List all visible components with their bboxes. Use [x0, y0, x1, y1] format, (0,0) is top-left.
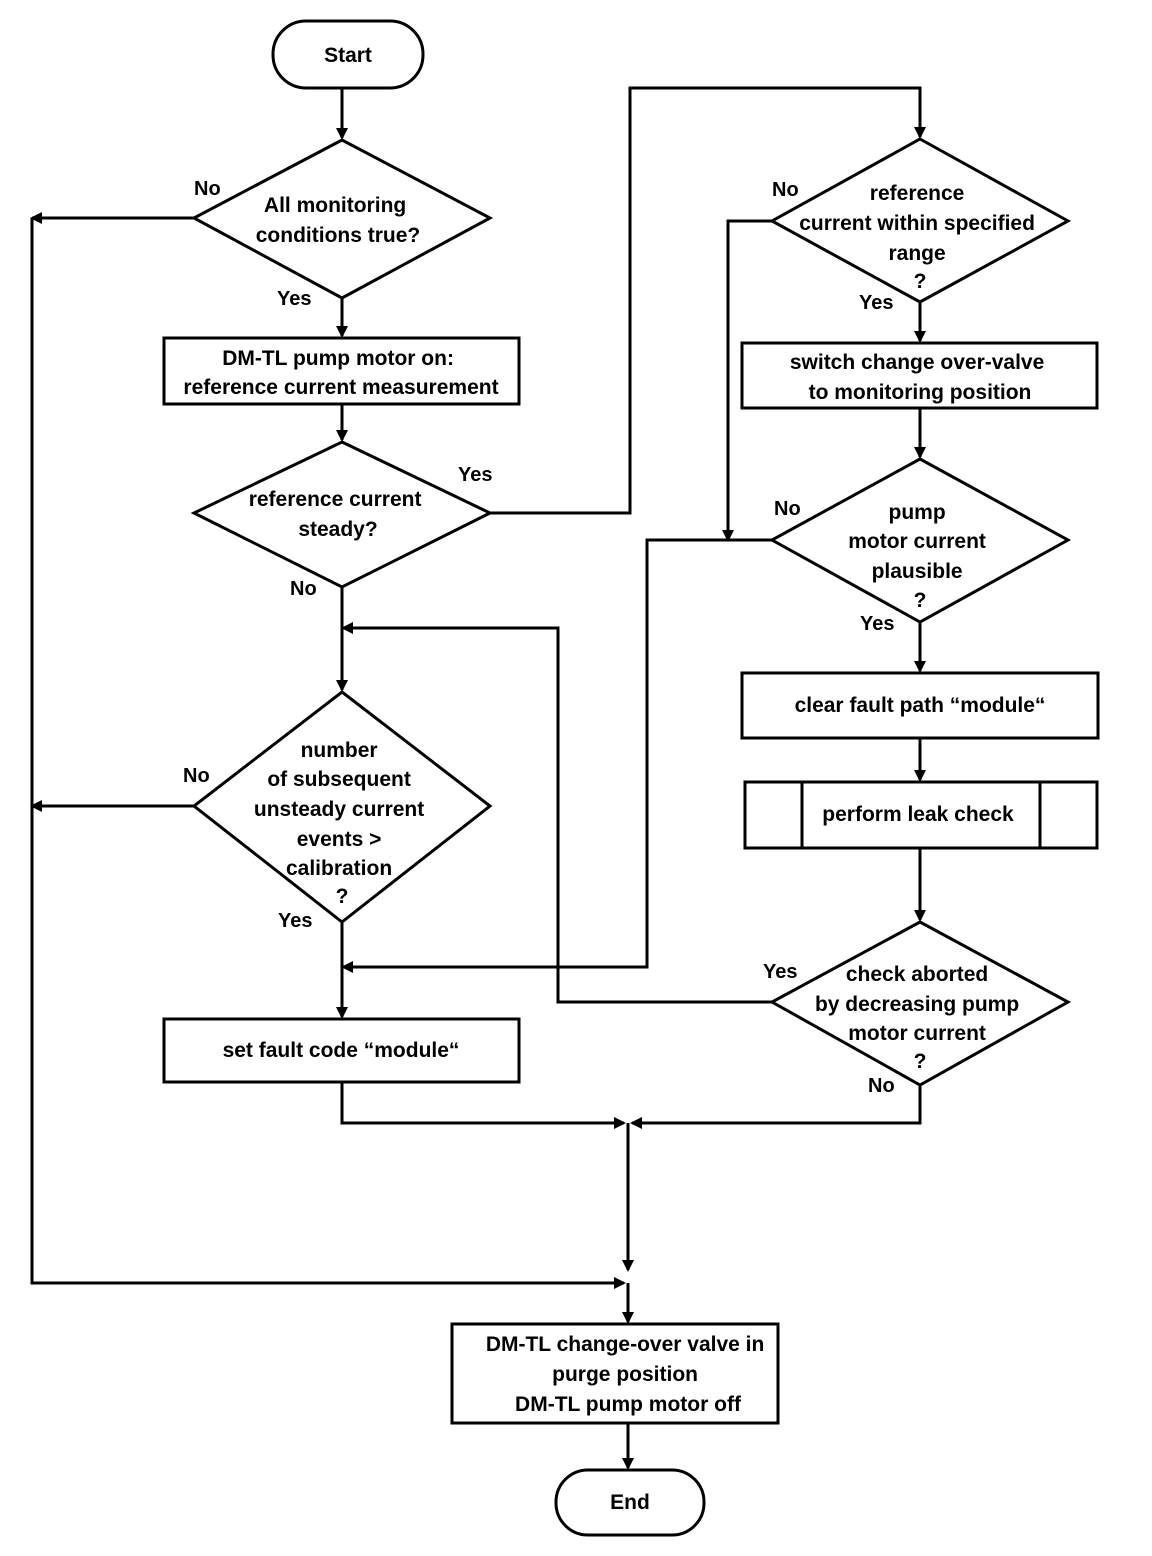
- end-terminal: [554, 1468, 706, 1537]
- steady-label: reference current steady?: [249, 488, 428, 541]
- pump-on-label: DM-TL pump motor on: reference current m…: [183, 347, 498, 399]
- label-range-no: No: [772, 179, 799, 201]
- monitoring-decision: [190, 138, 494, 300]
- monitoring-label: All monitoring conditions true?: [256, 194, 421, 247]
- final-action-process: [450, 1322, 780, 1425]
- label-unsteady-no: No: [183, 765, 210, 787]
- edge-range-no: [722, 219, 772, 542]
- plausible-decision: [768, 457, 1072, 624]
- label-steady-no: No: [290, 578, 317, 600]
- label-plausible-yes: Yes: [860, 613, 894, 635]
- final-action-label: DM-TL change-over valve in purge positio…: [486, 1333, 770, 1416]
- label-plausible-no: No: [774, 498, 801, 520]
- aborted-label: check aborted by decreasing pump motor c…: [815, 963, 1025, 1073]
- set-fault-label: set fault code “module“: [223, 1039, 460, 1062]
- label-steady-yes: Yes: [458, 464, 492, 486]
- edge-labels: No Yes Yes No No Yes No Yes No Yes Yes N…: [183, 178, 895, 1097]
- leak-check-label: perform leak check: [822, 803, 1014, 826]
- edge-setfault-to-merge: [340, 1082, 626, 1129]
- label-aborted-no: No: [868, 1075, 895, 1097]
- aborted-decision: [768, 920, 1072, 1087]
- range-decision: [768, 137, 1072, 304]
- node-labels: Start All monitoring conditions true? DM…: [183, 44, 1050, 1514]
- switch-valve-process: [740, 341, 1099, 410]
- range-label: reference current within specified range…: [799, 182, 1041, 293]
- unsteady-decision: [191, 690, 493, 924]
- edge-aborted-no: [630, 1085, 922, 1129]
- plausible-label: pump motor current plausible ?: [848, 501, 992, 612]
- label-monitoring-no: No: [194, 178, 221, 200]
- end-label: End: [610, 1491, 650, 1514]
- label-monitoring-yes: Yes: [277, 288, 311, 310]
- pump-on-process: [162, 336, 521, 406]
- leak-check-subprocess: [743, 780, 1099, 850]
- label-range-yes: Yes: [859, 292, 893, 314]
- switch-valve-label: switch change over-valve to monitoring p…: [790, 351, 1050, 404]
- edge-leftbus-to-final: [30, 218, 626, 1289]
- edge-plausible-no: [341, 538, 772, 973]
- clear-fault-label: clear fault path “module“: [795, 694, 1046, 717]
- connectors: [30, 86, 926, 1470]
- set-fault-process: [162, 1017, 521, 1084]
- label-unsteady-yes: Yes: [278, 910, 312, 932]
- steady-decision: [190, 440, 494, 589]
- clear-fault-process: [740, 671, 1100, 740]
- start-label: Start: [324, 44, 372, 67]
- edge-steady-yes: [490, 86, 926, 515]
- start-terminal: [271, 19, 425, 90]
- label-aborted-yes: Yes: [763, 961, 797, 983]
- edge-aborted-yes: [341, 622, 772, 1004]
- shapes: [162, 19, 1100, 1537]
- unsteady-label: number of subsequent unsteady current ev…: [254, 739, 430, 908]
